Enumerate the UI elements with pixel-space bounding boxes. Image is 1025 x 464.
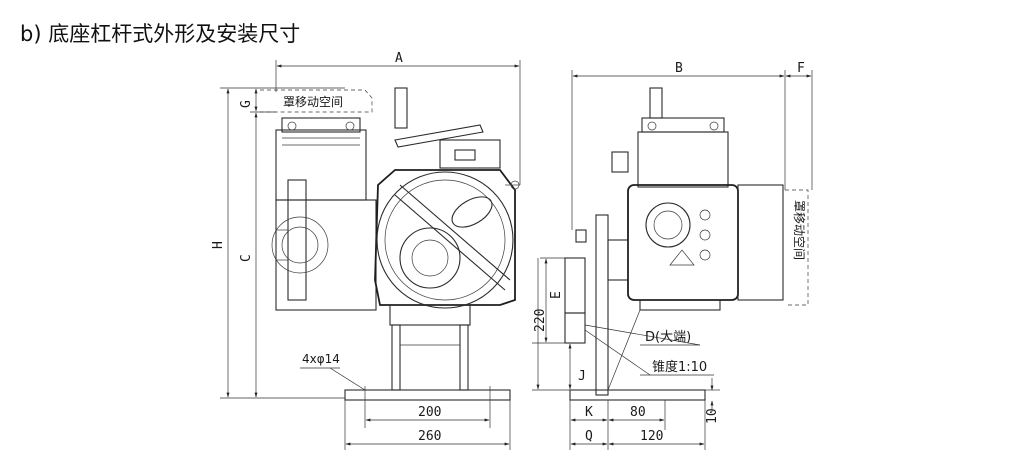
shaft-taper <box>564 312 586 344</box>
crank-arm <box>394 124 484 148</box>
taper-label: 锥度1:10 <box>652 359 707 375</box>
output-bore <box>399 227 461 289</box>
shaft-big-end-label: D(大端) <box>645 330 691 345</box>
side-main-body <box>627 184 739 301</box>
cover-housing-top <box>275 129 367 201</box>
adapter-plate <box>389 304 471 326</box>
front-view <box>260 87 520 404</box>
dim-label-H: H <box>211 241 226 249</box>
motor-flange <box>287 179 307 301</box>
crank-body <box>439 139 501 169</box>
crank-handle <box>394 87 408 129</box>
dim-label-E: E <box>549 291 564 299</box>
dim-label-200: 200 <box>418 405 441 420</box>
svg-text:罩移动空间: 罩移动空间 <box>792 200 806 260</box>
dim-label-80: 80 <box>630 405 646 420</box>
cover-space-label-right: 罩移动空间 <box>792 200 806 260</box>
dim-label-Q: Q <box>585 429 593 444</box>
dim-label-F: F <box>797 61 805 76</box>
dim-label-10: 10 <box>705 408 720 424</box>
side-view-dimensions: B F 罩移动空间 E 220 J D(大端) 锥度1:10 K <box>532 61 813 450</box>
shaft-upper <box>564 257 586 314</box>
side-handle <box>649 87 663 119</box>
dim-label-260: 260 <box>418 429 441 444</box>
gearbox-cover <box>376 171 514 309</box>
dim-label-K: K <box>585 405 593 420</box>
gearbox-housing <box>374 169 516 306</box>
cover-space-label-left: 罩移动空间 <box>283 95 343 109</box>
side-motor <box>737 184 784 301</box>
side-view <box>564 87 809 401</box>
side-base-plate <box>569 389 706 401</box>
dim-label-220: 220 <box>533 309 548 332</box>
dim-label-G: G <box>239 100 254 108</box>
logo-emblem <box>451 196 493 228</box>
dim-label-120: 120 <box>640 429 663 444</box>
page-title: b) 底座杠杆式外形及安装尺寸 <box>20 22 301 46</box>
dim-label-C: C <box>239 254 254 262</box>
dim-label-A: A <box>395 51 403 66</box>
dim-label-B: B <box>675 61 683 76</box>
base-plate <box>344 389 511 401</box>
dim-label-J: J <box>578 369 586 384</box>
front-view-dimensions: A H C G 罩移动空间 4xφ14 200 260 <box>211 51 521 450</box>
cover-flange <box>281 117 361 133</box>
holes-annotation: 4xφ14 <box>302 352 340 366</box>
side-bracket <box>595 214 609 396</box>
